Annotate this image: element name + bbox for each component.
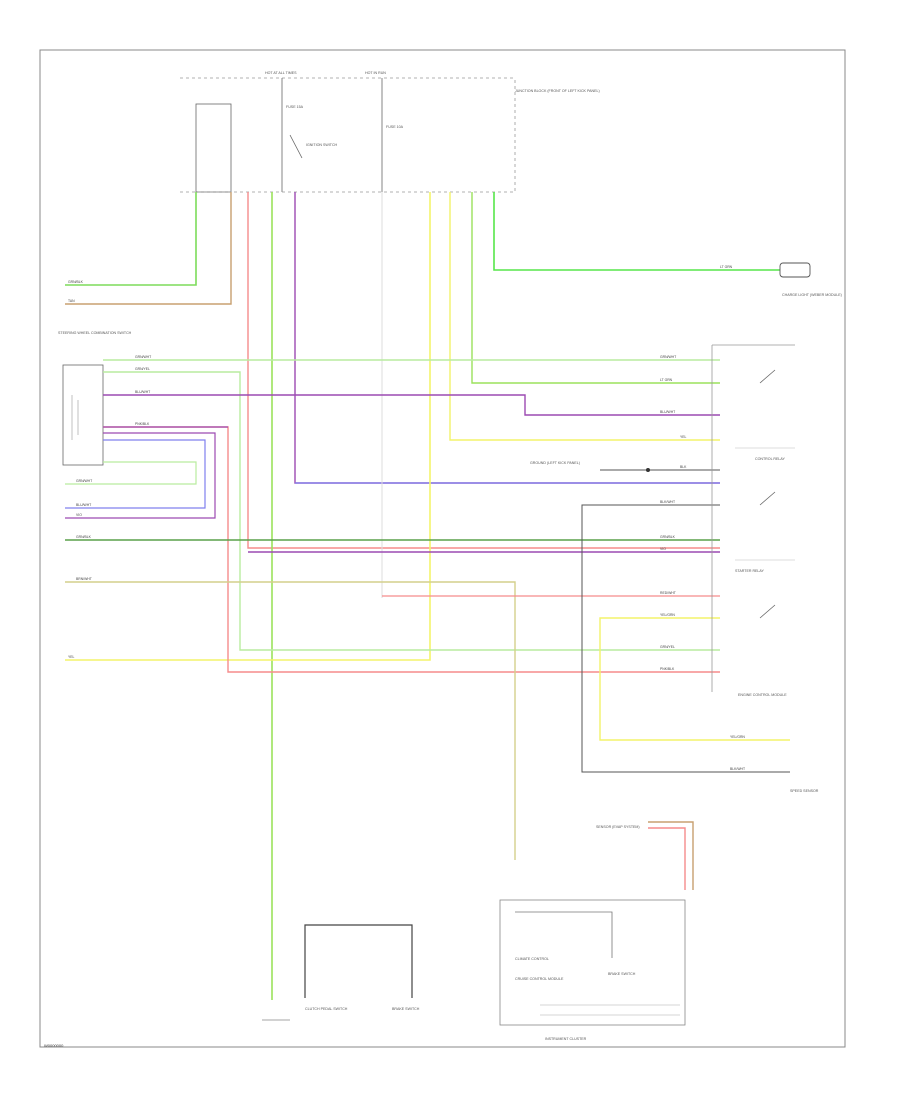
wire-olive-small	[648, 821, 694, 890]
fuse-1-label: FUSE 15A	[286, 105, 304, 109]
wl-ltgrn: LT GRN	[660, 378, 673, 382]
wire-tan-top	[65, 192, 232, 305]
wire-blu-wht-h	[103, 394, 720, 416]
fuse-2-label: FUSE 10A	[386, 125, 404, 129]
label-hot-2: HOT IN RUN	[365, 71, 386, 75]
cruise-inner	[515, 911, 613, 958]
splice-dot	[646, 468, 650, 472]
label-hot-1: HOT AT ALL TIMES	[265, 71, 297, 75]
relay-2-label: STARTER RELAY	[735, 569, 765, 573]
wl-dkgrn-r: GRN/BLK	[660, 535, 676, 539]
brake-switch-label: BRAKE SWITCH	[392, 1007, 420, 1011]
speed-sensor-label: SPEED SENSOR	[790, 789, 819, 793]
wl-grn-wht: GRN/WHT	[135, 355, 151, 359]
left-module-box	[62, 364, 104, 466]
wire-blk-clutch	[304, 924, 413, 998]
wl-pnk-blk: PNK/BLK	[135, 422, 150, 426]
wire-yel-2	[449, 192, 720, 441]
ground-note: GROUND (LEFT KICK PANEL)	[530, 461, 580, 465]
wl-blu-wht-r: BLU/WHT	[660, 410, 675, 414]
wl-blk: BLK	[680, 465, 687, 469]
charge-light-connector	[779, 262, 811, 278]
relay-block-label: CONTROL RELAY	[755, 457, 786, 461]
wire-grn-blk-top	[65, 192, 197, 286]
wl-yel-grn-2: YEL/GRN	[730, 735, 745, 739]
wire-olive-h	[65, 581, 516, 860]
wl-blu-wht: BLU/WHT	[135, 390, 150, 394]
wire-yel-vert	[65, 192, 431, 661]
small-conn-label: SENSOR (EVAP SYSTEM)	[596, 825, 640, 829]
wire-grn-loop	[65, 461, 197, 485]
wl-blk-wht-2: BLK/WHT	[730, 767, 745, 771]
cruise-module-box	[499, 899, 686, 1026]
charge-light-label: CHARGE LIGHT (WEBER MODULE)	[782, 293, 842, 297]
relay-switch-1	[759, 369, 776, 384]
reference-code: W0000000	[44, 1043, 64, 1048]
clutch-switch-label: CLUTCH PEDAL SWITCH	[305, 1007, 348, 1011]
relay-switch-3	[759, 604, 776, 619]
wl-grn-wht-r: GRN/WHT	[660, 355, 676, 359]
wire-grn-h2	[103, 371, 720, 651]
wl-pnk-blk-r: PNK/BLK	[660, 667, 675, 671]
wl-dkgrn: GRN/BLK	[76, 535, 92, 539]
wl-tan: TAN	[68, 299, 75, 303]
wire-purple-loop	[65, 432, 216, 519]
instrument-cluster-label: INSTRUMENT CLUSTER	[545, 1037, 587, 1041]
wl-brn-wht: BRN/WHT	[76, 577, 92, 581]
wl-yel-grn: YEL/GRN	[660, 613, 675, 617]
wl-yel-right: YEL	[680, 435, 687, 439]
top-left-box	[195, 103, 232, 193]
wire-yel-relay	[599, 617, 790, 741]
wl-grn-blk: GRN/BLK	[68, 280, 84, 284]
ignition-switch-arm	[289, 134, 303, 159]
cruise-inner-label-2: CRUISE CONTROL MODULE	[515, 977, 564, 981]
wl-ltgrn-2: LT GRN	[720, 265, 733, 269]
wl-grn-loop: GRN/WHT	[76, 479, 92, 483]
wl-vio-r: VIO	[660, 547, 666, 551]
wl-grn-yel: GRN/YEL	[135, 367, 150, 371]
cruise-inner-label: CLIMATE CONTROL	[515, 957, 549, 961]
label-junction-block: JUNCTION BLOCK (FRONT OF LEFT KICK PANEL…	[515, 89, 600, 93]
wire-red-small	[648, 827, 686, 890]
wl-vio: BLU/WHT	[76, 503, 91, 507]
relay-switch-2	[759, 491, 776, 506]
wire-red-vert	[247, 192, 720, 549]
brake-sw-label-2: BRAKE SWITCH	[608, 972, 636, 976]
left-module-label: STEERING WHEEL COMBINATION SWITCH	[58, 331, 132, 335]
wire-blk-relay	[581, 504, 790, 773]
wire-blue-loop	[65, 439, 206, 509]
wire-ltgrn-1	[471, 192, 720, 384]
wl-yel-left: YEL	[68, 655, 75, 659]
ignition-switch-label: IGNITION SWITCH	[306, 143, 338, 147]
wl-blk-wht: BLK/WHT	[660, 500, 675, 504]
wl-vio-2: VIO	[76, 513, 82, 517]
lower-module-label: ENGINE CONTROL MODULE	[738, 693, 787, 697]
wire-ltgrn-charge	[493, 192, 780, 271]
diagram-border	[39, 49, 846, 1048]
wl-grn-yel-r: GRN/YEL	[660, 645, 675, 649]
wl-red-wht: RED/WHT	[660, 591, 676, 595]
